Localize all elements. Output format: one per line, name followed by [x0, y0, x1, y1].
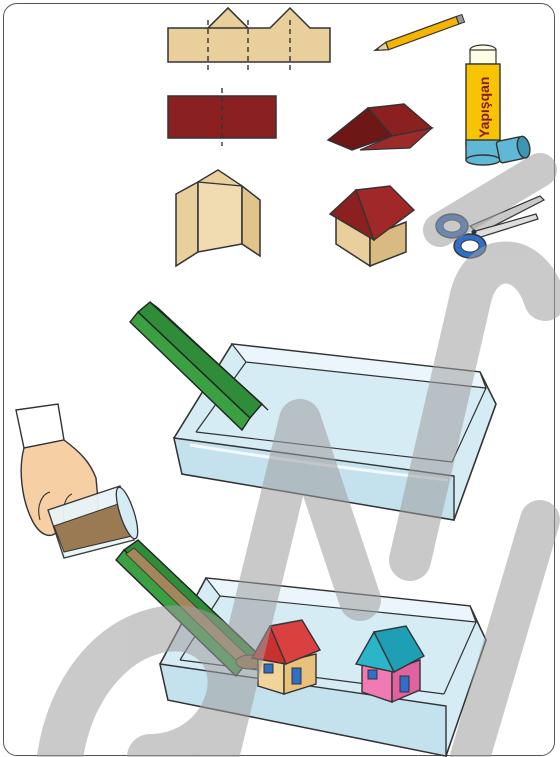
- folded-roof: [328, 104, 432, 150]
- glue-stick-label: Yapışqan: [476, 77, 492, 138]
- house-wall-template: [168, 8, 330, 70]
- roof-template: [168, 88, 276, 146]
- glue-stick-icon: Yapışqan: [466, 45, 532, 165]
- folded-walls: [176, 170, 260, 266]
- pencil-icon: [374, 15, 465, 55]
- assembled-house: [330, 186, 414, 266]
